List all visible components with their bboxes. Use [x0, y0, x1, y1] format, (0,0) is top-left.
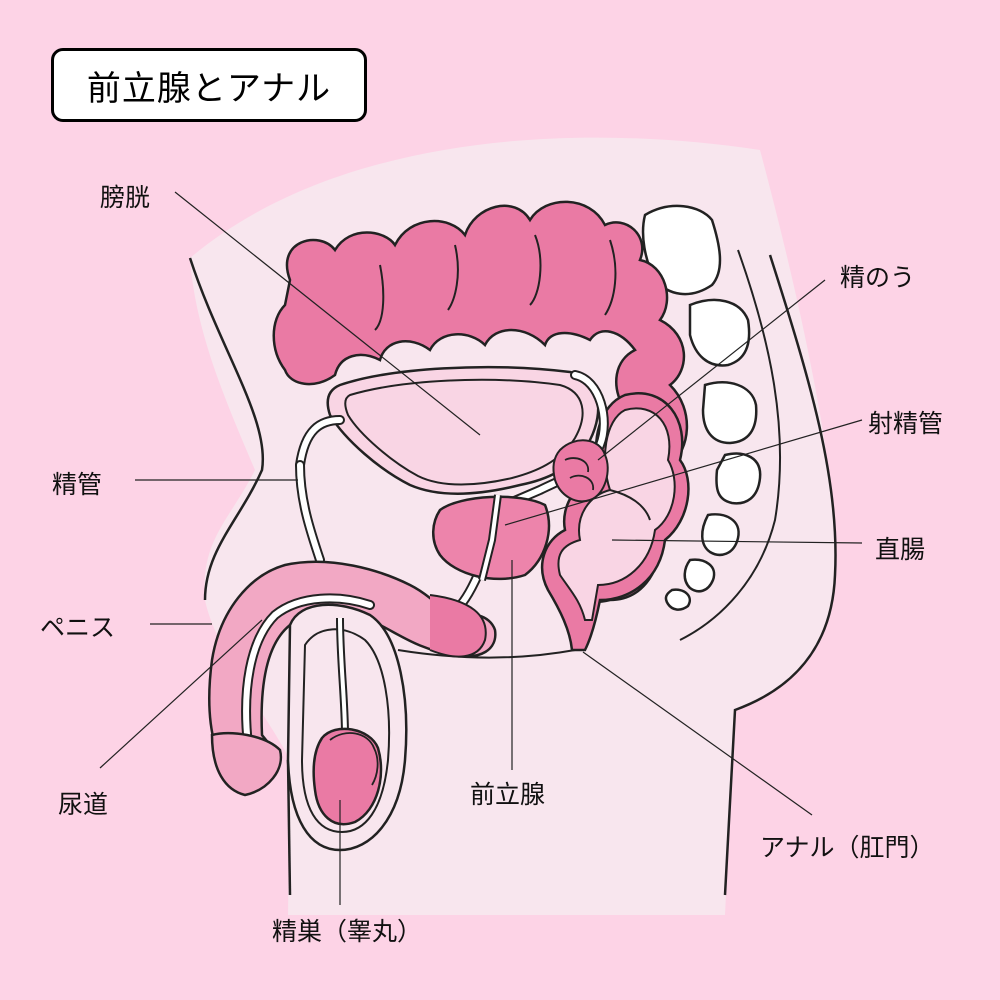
rectum-lumen: [557, 407, 676, 621]
vertebra: [701, 381, 758, 445]
leader-seminal-vesicle: [597, 279, 826, 461]
body-outline-perineum: [397, 649, 576, 659]
label-testis: 精巣（睾丸）: [272, 917, 423, 946]
coccyx: [664, 588, 691, 611]
rectum-fold: [609, 489, 651, 521]
vas-deferens-down-fill: [297, 462, 323, 563]
intestine-fold: [374, 264, 385, 331]
leader-anus: [582, 651, 813, 816]
intestine-fold: [447, 244, 459, 311]
vertebra: [641, 204, 722, 296]
intestine-fold: [604, 239, 617, 316]
corpus-spongiosum: [429, 594, 487, 658]
seminal-vesicle-coil: [564, 457, 594, 491]
urethra-prostatic-fill: [480, 494, 500, 581]
vas-deferens-upper-fill: [297, 417, 343, 468]
spine: [641, 204, 762, 611]
epididymis: [329, 732, 379, 786]
label-ejaculatory-duct: 射精管: [868, 409, 944, 438]
vertebra: [715, 452, 762, 505]
body-outline-thigh: [286, 759, 292, 896]
label-penis: ペニス: [40, 613, 116, 642]
leader-ejaculatory-duct: [504, 419, 863, 526]
vertebra: [683, 558, 716, 593]
body-outline-left: [188, 257, 265, 601]
label-seminal-vesicle: 精のう: [840, 263, 916, 292]
vertebra: [701, 513, 740, 556]
testis: [312, 727, 383, 826]
intestine-fold: [529, 234, 542, 306]
urethra-penile-fill: [243, 595, 373, 748]
spine-line: [679, 249, 782, 641]
vertebra: [688, 298, 751, 367]
seminal-vesicle: [552, 439, 609, 503]
label-rectum: 直腸: [875, 535, 926, 564]
page-title: 前立腺とアナル: [86, 68, 332, 109]
leader-rectum: [611, 539, 863, 544]
label-prostate: 前立腺: [470, 780, 546, 809]
leader-lines: [99, 191, 863, 905]
label-bladder: 膀胱: [100, 183, 151, 212]
spermatic-cord-fill: [338, 617, 347, 736]
scrotum-inner: [300, 628, 391, 834]
label-urethra: 尿道: [58, 790, 109, 819]
label-vas-deferens: 精管: [52, 470, 103, 499]
title-box: 前立腺とアナル: [51, 48, 367, 122]
glans: [210, 731, 283, 797]
leader-bladder: [174, 191, 481, 436]
bladder-inner: [344, 378, 584, 486]
label-anus: アナル（肛門）: [760, 833, 935, 862]
body-outline-right: [723, 254, 837, 896]
leader-urethra: [99, 619, 263, 769]
